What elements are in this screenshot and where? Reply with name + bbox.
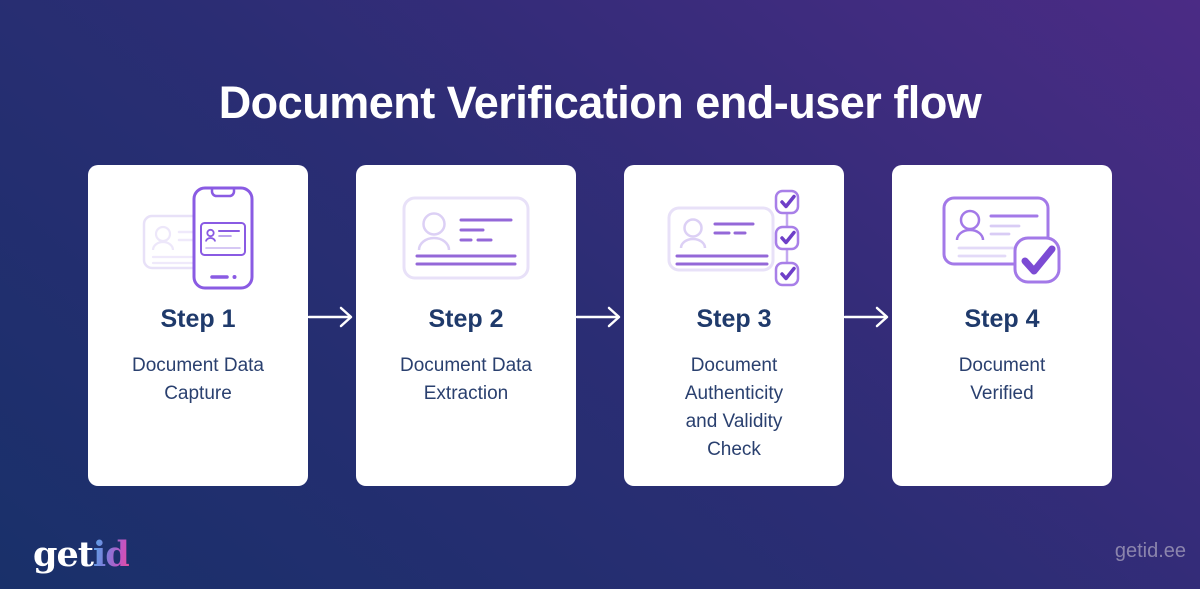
right-arrow-icon: [308, 304, 356, 330]
step-description: Document Data Extraction: [399, 355, 532, 404]
id-card-verified-badge-icon: [941, 183, 1063, 293]
step-description: Document Authenticity and Validity Check: [684, 355, 784, 460]
step-description: Document Data Capture: [131, 355, 264, 404]
step-label: Step 2: [428, 305, 504, 333]
right-arrow-icon: [576, 304, 624, 330]
id-card-data-icon: [401, 183, 531, 293]
step-label: Step 1: [160, 305, 236, 333]
step-label: Step 3: [696, 305, 772, 333]
step-card-3: Step 3 Document Authenticity and Validit…: [624, 165, 844, 486]
step-description: Document Verified: [958, 355, 1046, 404]
step-card-1: Step 1 Document Data Capture: [88, 165, 308, 486]
step-label: Step 4: [964, 305, 1040, 333]
phone-document-capture-icon: [142, 183, 255, 293]
flow-row: Step 1 Document Data Capture: [0, 165, 1200, 486]
logo-text-get: get: [33, 534, 94, 575]
getid-logo: getid: [33, 534, 130, 575]
step-card-2: Step 2 Document Data Extraction: [356, 165, 576, 486]
logo-text-id: id: [92, 534, 130, 575]
website-url: getid.ee: [1114, 540, 1186, 562]
page-title: Document Verification end-user flow: [218, 77, 982, 129]
id-card-checklist-icon: [667, 183, 802, 293]
step-card-4: Step 4 Document Verified: [892, 165, 1112, 486]
right-arrow-icon: [844, 304, 892, 330]
